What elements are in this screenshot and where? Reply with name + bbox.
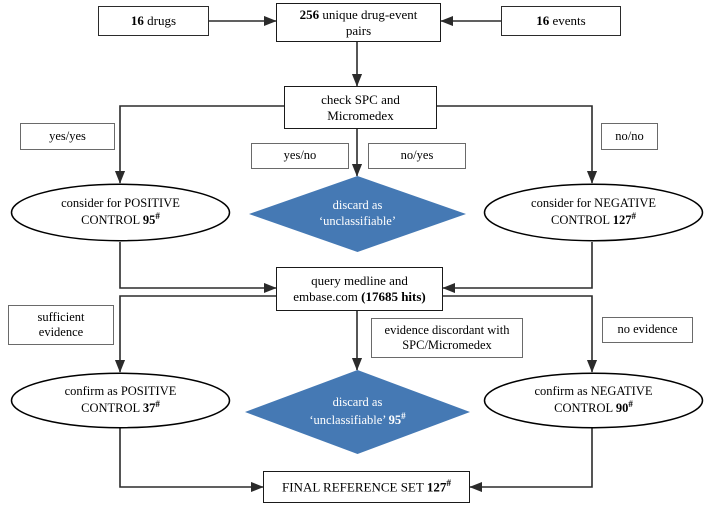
- query-line1: query medline and: [311, 273, 408, 289]
- consider-positive-dagger: #: [155, 211, 160, 222]
- ellipse-shape: [10, 183, 231, 242]
- label-sufficient-evidence: sufficient evidence: [8, 305, 114, 345]
- node-confirm-positive: confirm as POSITIVE CONTROL 37#: [10, 372, 231, 429]
- node-confirm-negative: confirm as NEGATIVE CONTROL 90#: [483, 372, 704, 429]
- evidence-discordant-line2: SPC/Micromedex: [402, 338, 492, 352]
- consider-negative-count: 127: [612, 213, 632, 228]
- no-yes-text: no/yes: [400, 148, 434, 163]
- ellipse-shape: [483, 372, 704, 429]
- discard-bottom-count: 95: [388, 413, 402, 428]
- node-256-pairs: 256 unique drug-event pairs: [276, 3, 441, 42]
- events-count: 16: [536, 13, 550, 29]
- node-consider-positive: consider for POSITIVE CONTROL 95#: [10, 183, 231, 242]
- consider-positive-line1: consider for POSITIVE: [61, 196, 180, 211]
- node-discard-bottom: discard as ‘unclassifiable’ 95#: [245, 370, 470, 454]
- drugs-label: drugs: [143, 13, 177, 29]
- events-label: events: [549, 13, 586, 29]
- ellipse-shape: [10, 372, 231, 429]
- sufficient-evidence-line2: evidence: [38, 325, 84, 339]
- node-consider-negative: consider for NEGATIVE CONTROL 127#: [483, 183, 704, 242]
- query-line2: embase.com: [293, 289, 362, 304]
- query-hits: (17685 hits): [361, 289, 426, 304]
- node-16-drugs: 16 drugs: [98, 6, 209, 36]
- discard-top-line1: discard as: [332, 198, 383, 213]
- sufficient-evidence-line1: sufficient: [37, 309, 85, 324]
- check-spc-line1: check SPC and: [321, 91, 400, 107]
- node-final-reference-set: FINAL REFERENCE SET 127#: [263, 471, 470, 503]
- confirm-positive-dagger: #: [155, 399, 160, 410]
- ellipse-shape: [483, 183, 704, 242]
- discard-bottom-line1: discard as: [332, 395, 383, 410]
- confirm-negative-count: 90: [615, 401, 629, 416]
- yes-yes-text: yes/yes: [49, 128, 86, 143]
- label-no-evidence: no evidence: [602, 317, 693, 343]
- label-no-yes: no/yes: [368, 143, 466, 169]
- confirm-positive-line1: confirm as POSITIVE: [64, 384, 177, 399]
- yes-no-text: yes/no: [283, 148, 317, 163]
- pairs-count: 256: [299, 6, 320, 22]
- discard-top-line2: ‘unclassifiable’: [318, 214, 397, 228]
- label-yes-yes: yes/yes: [20, 123, 115, 150]
- final-count: 127: [426, 479, 447, 495]
- discard-bottom-dagger: #: [401, 410, 406, 421]
- node-check-spc: check SPC and Micromedex: [284, 86, 437, 129]
- final-text: FINAL REFERENCE SET: [282, 479, 427, 495]
- label-no-no: no/no: [601, 123, 658, 150]
- confirm-positive-count: 37: [142, 401, 156, 416]
- consider-negative-line1: consider for NEGATIVE: [531, 196, 656, 211]
- pairs-line2: pairs: [345, 22, 372, 38]
- check-spc-line2: Micromedex: [327, 107, 394, 123]
- label-yes-no: yes/no: [251, 143, 349, 169]
- final-dagger: #: [446, 478, 451, 489]
- drugs-count: 16: [130, 13, 144, 29]
- label-evidence-discordant: evidence discordant with SPC/Micromedex: [371, 318, 523, 358]
- pairs-line1: unique drug-event: [319, 6, 418, 22]
- confirm-negative-line2: CONTROL: [554, 401, 616, 416]
- consider-negative-dagger: #: [631, 211, 636, 222]
- node-16-events: 16 events: [501, 6, 621, 36]
- consider-positive-line2: CONTROL: [81, 213, 143, 228]
- consider-negative-line2: CONTROL: [551, 213, 613, 228]
- node-discard-top: discard as ‘unclassifiable’: [249, 176, 466, 252]
- no-evidence-text: no evidence: [617, 322, 678, 337]
- node-query-medline: query medline and embase.com (17685 hits…: [276, 267, 443, 311]
- diamond-shape: [249, 176, 466, 252]
- discard-bottom-line2: ‘unclassifiable’: [309, 413, 389, 428]
- consider-positive-count: 95: [142, 213, 156, 228]
- no-no-text: no/no: [615, 128, 644, 143]
- confirm-positive-line2: CONTROL: [81, 401, 143, 416]
- diamond-shape: [245, 370, 470, 454]
- confirm-negative-dagger: #: [628, 399, 633, 410]
- confirm-negative-line1: confirm as NEGATIVE: [534, 384, 653, 399]
- evidence-discordant-line1: evidence discordant with: [384, 322, 510, 337]
